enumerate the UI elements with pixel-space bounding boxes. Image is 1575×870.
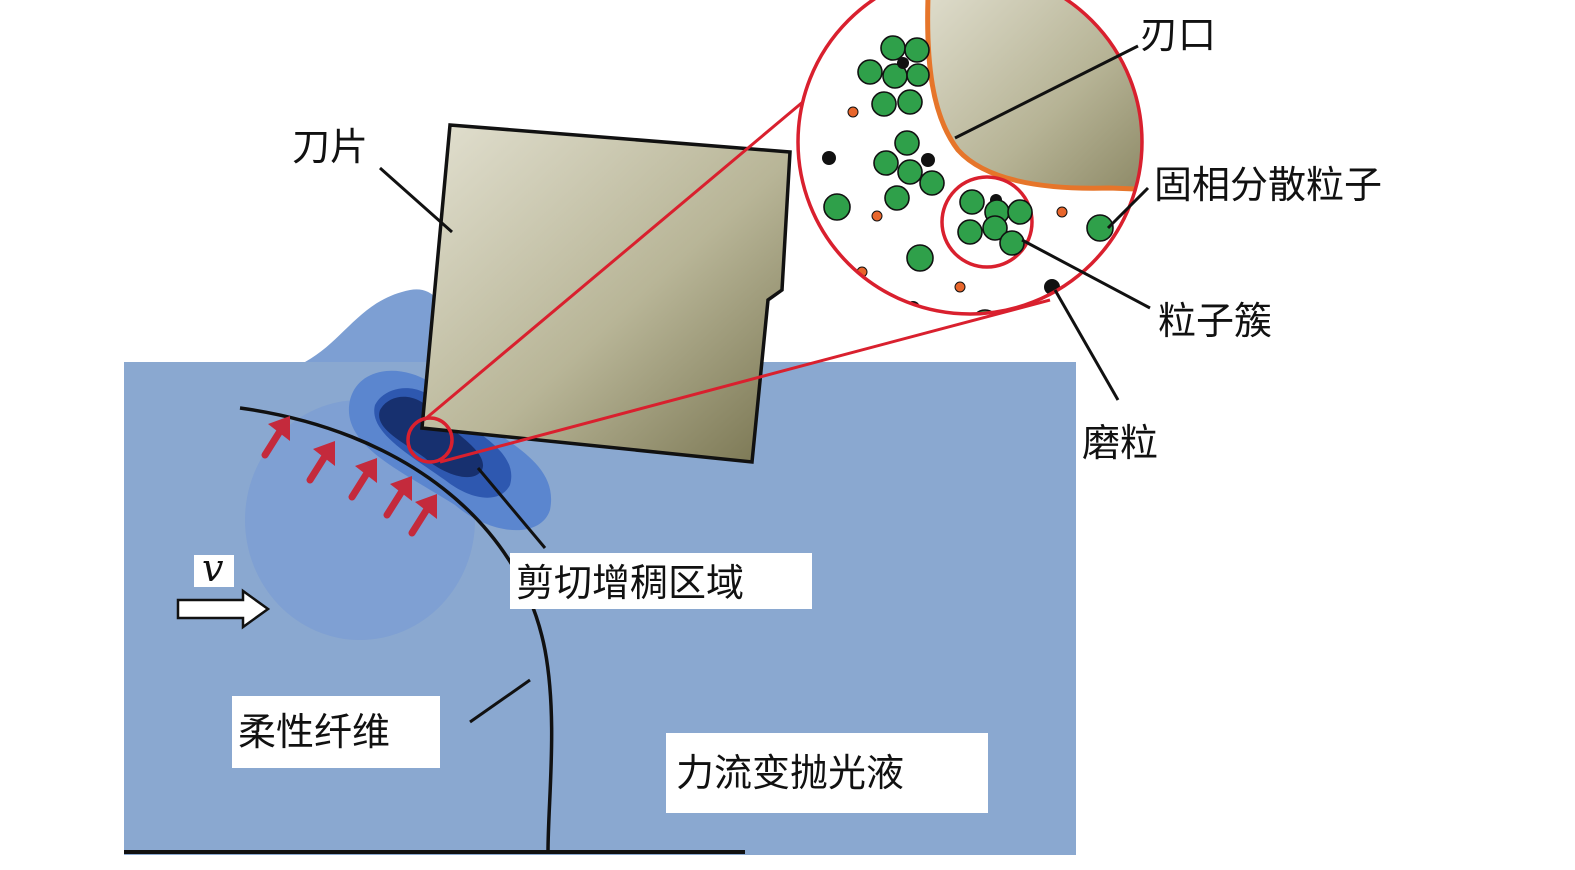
particle-cluster (940, 175, 1034, 269)
solid-particle (959, 189, 985, 215)
solid-particle (897, 89, 923, 115)
blade (420, 123, 792, 464)
velocity-label-box (194, 555, 234, 587)
solid-particle (906, 244, 934, 272)
blade-label: 刀片 (292, 125, 368, 169)
fluid-label-box (666, 733, 988, 813)
velocity-label: v (202, 546, 224, 590)
leader-solid-particles (1106, 186, 1150, 230)
solid-particle (999, 230, 1025, 256)
leader-abrasive (1053, 289, 1120, 401)
force-arrows (261, 416, 437, 537)
fluid-label: 力流变抛光液 (676, 751, 904, 795)
solid-particle (894, 130, 920, 156)
solid-particle (871, 91, 897, 117)
abrasive-particle (897, 57, 909, 69)
solid-particle (904, 37, 930, 63)
particle-cluster-ring (940, 175, 1034, 269)
force-arrow (408, 494, 437, 537)
small-particle (1056, 206, 1068, 218)
solid-particle (982, 215, 1008, 241)
leader-shear-zone (476, 467, 547, 549)
velocity-arrow: v (176, 546, 271, 630)
solid-particle (1086, 214, 1114, 242)
solid-particle (897, 159, 923, 185)
fluid-bulge (305, 289, 452, 362)
leader-edge (954, 44, 1139, 140)
solid-particle (1007, 199, 1033, 225)
leader-particle-cluster (1021, 238, 1151, 310)
solid-particles-label: 固相分散粒子 (1154, 163, 1382, 207)
abrasive-particle (921, 153, 935, 167)
edge-label: 刃口 (1140, 13, 1216, 57)
solid-particles (823, 35, 1114, 314)
flexible-fiber-label-box (232, 696, 440, 768)
solid-particle (971, 309, 999, 314)
force-arrow (306, 441, 335, 484)
force-arrow (261, 416, 290, 459)
flexible-fiber-label: 柔性纤维 (238, 710, 390, 754)
solid-particle (957, 219, 983, 245)
leader-blade (379, 166, 453, 234)
edge-zoom-marker (406, 416, 454, 464)
force-arrow (383, 476, 412, 519)
solid-particle (884, 185, 910, 211)
shear-zone-label: 剪切增稠区域 (516, 561, 744, 605)
shear-zone-label-box (510, 553, 812, 609)
abrasive-label: 磨粒 (1082, 421, 1158, 465)
solid-particle (873, 150, 899, 176)
abrasive-particle (822, 151, 836, 165)
velocity-arrow-shape (176, 588, 271, 630)
small-particle (847, 106, 859, 118)
zoom-inset-ring (796, 0, 1144, 316)
solid-particle (857, 59, 883, 85)
solid-particle (919, 170, 945, 196)
leader-flexible-fiber (469, 678, 531, 724)
zoom-line-bottom (439, 298, 1051, 464)
solid-particle (906, 63, 930, 87)
particle-cluster-label: 粒子簇 (1158, 299, 1272, 343)
small-particle (954, 281, 966, 293)
solid-particle (880, 35, 906, 61)
force-arrow (348, 458, 377, 501)
small-particles (847, 106, 1068, 293)
small-particle (871, 210, 883, 222)
solid-particle (823, 193, 851, 221)
